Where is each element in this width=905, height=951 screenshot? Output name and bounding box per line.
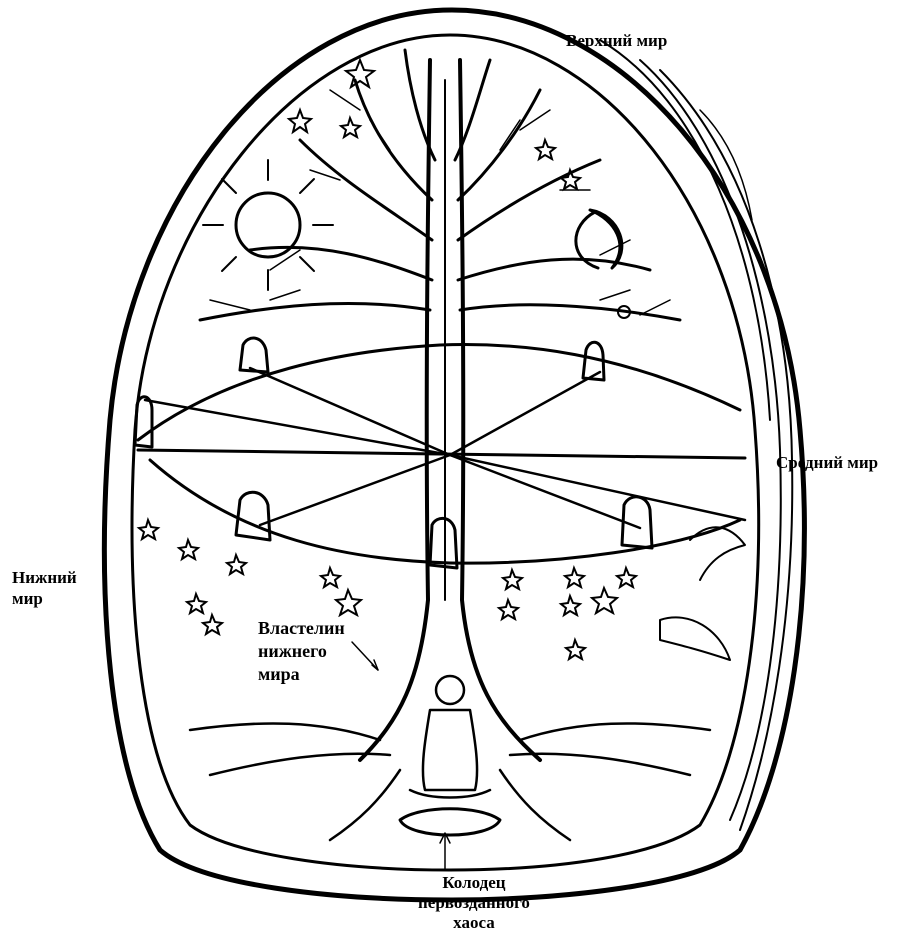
label-upper-world: Верхний мир xyxy=(566,30,667,51)
label-well-line: Колодец xyxy=(418,873,530,893)
label-well-of-chaos: Колодец первозданного хаоса xyxy=(418,873,530,933)
standing-stone xyxy=(236,492,270,540)
shell-texture xyxy=(640,60,781,820)
label-lord-of-lower-world: Властелин нижнего мира xyxy=(258,617,345,686)
label-lord-line: Властелин xyxy=(258,617,345,640)
sun-rays xyxy=(203,160,333,290)
chaos-well xyxy=(400,809,500,835)
seated-figure xyxy=(410,676,490,798)
middle-world-back-edge xyxy=(138,345,740,440)
standing-stone xyxy=(240,338,268,372)
label-middle-world: Средний мир xyxy=(776,452,878,473)
radial-line xyxy=(250,368,450,455)
radial-line xyxy=(260,455,450,525)
label-lord-line: мира xyxy=(258,663,345,686)
standing-stone xyxy=(430,518,457,568)
tree-branches xyxy=(200,50,680,320)
tree-roots xyxy=(190,723,710,840)
label-well-line: хаоса xyxy=(418,913,530,933)
animal-figure xyxy=(660,617,730,660)
radial-line xyxy=(450,372,600,455)
tree-twigs xyxy=(210,90,670,315)
label-well-line: первозданного xyxy=(418,893,530,913)
label-lower-world-line: Нижний xyxy=(12,567,77,588)
radial-line xyxy=(450,455,745,520)
tree-trunk xyxy=(360,60,430,760)
tree-trunk xyxy=(460,60,540,760)
radial-line xyxy=(145,400,450,455)
pointer-arrow xyxy=(372,660,378,670)
label-lord-line: нижнего xyxy=(258,640,345,663)
label-lower-world: Нижний мир xyxy=(12,567,77,609)
label-lower-world-line: мир xyxy=(12,588,77,609)
shell-texture xyxy=(660,70,792,830)
